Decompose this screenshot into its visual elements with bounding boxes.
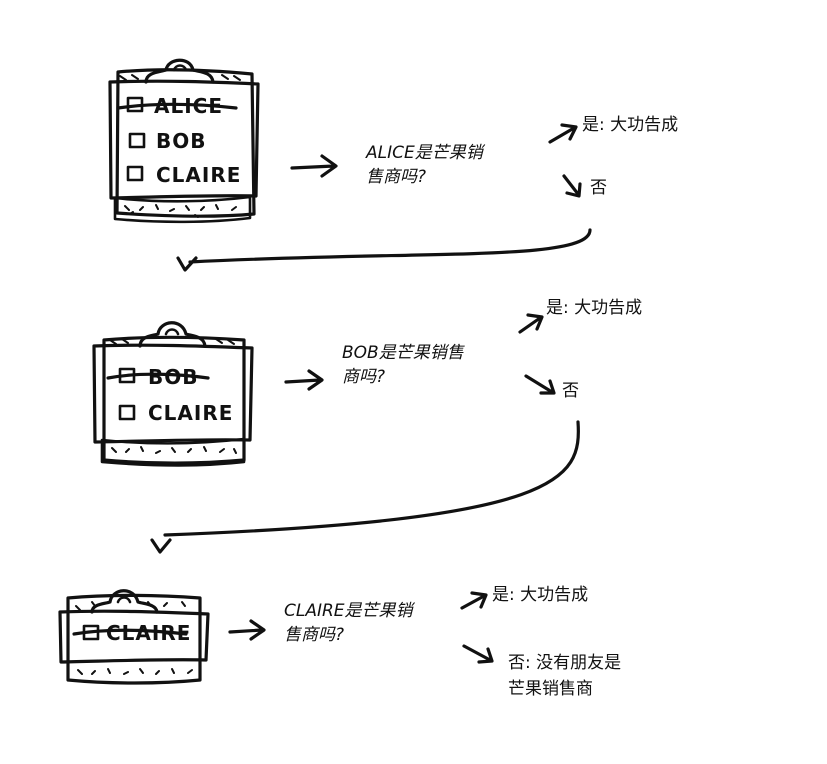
clipboard-2	[92, 321, 254, 467]
strike-alice	[116, 102, 238, 110]
question-3-line1: CLAIRE是芒果销	[284, 601, 416, 621]
arrow-to-question-3	[228, 619, 266, 641]
connector-arrow-1	[176, 228, 592, 272]
no-answer-1: 否	[590, 178, 607, 198]
question-1-line1: ALICE是芒果销	[365, 143, 486, 163]
yes-arrow-1	[548, 123, 578, 144]
no-arrow-1	[562, 174, 582, 198]
list-item-claire: CLAIRE	[156, 163, 241, 187]
connector-arrow-2	[150, 420, 580, 554]
no-answer-2: 否	[562, 381, 579, 401]
list-item-bob: BOB	[156, 129, 207, 153]
question-2-line1: BOB是芒果销售	[342, 343, 466, 363]
question-2-line2: 商吗?	[342, 367, 385, 387]
checkbox-1-2	[128, 132, 146, 149]
yes-arrow-3	[460, 591, 488, 610]
yes-answer-1: 是: 大功告成	[582, 115, 678, 135]
no-arrow-3	[462, 644, 494, 664]
strike-claire	[72, 628, 188, 636]
checkbox-2-2	[118, 404, 136, 421]
speckle-pattern-1	[124, 204, 237, 218]
yes-answer-2: 是: 大功告成	[546, 298, 642, 318]
strike-bob	[106, 372, 210, 380]
question-1-line2: 售商吗?	[366, 167, 426, 187]
no-arrow-2	[524, 374, 556, 395]
yes-arrow-2	[518, 313, 544, 334]
arrow-to-question-2	[284, 369, 324, 391]
yes-answer-3: 是: 大功告成	[492, 585, 588, 605]
no-answer-3-line1: 否: 没有朋友是	[508, 653, 621, 673]
speckle-pattern-2	[111, 446, 237, 454]
question-3-line2: 售商吗?	[284, 625, 344, 645]
clipboard-1	[108, 58, 260, 224]
list-item-claire-2: CLAIRE	[148, 401, 233, 425]
arrow-to-question-1	[290, 154, 338, 178]
checkbox-1-3	[126, 165, 144, 182]
clipboard-3	[58, 589, 210, 685]
no-answer-3-line2: 芒果销售商	[508, 679, 593, 699]
